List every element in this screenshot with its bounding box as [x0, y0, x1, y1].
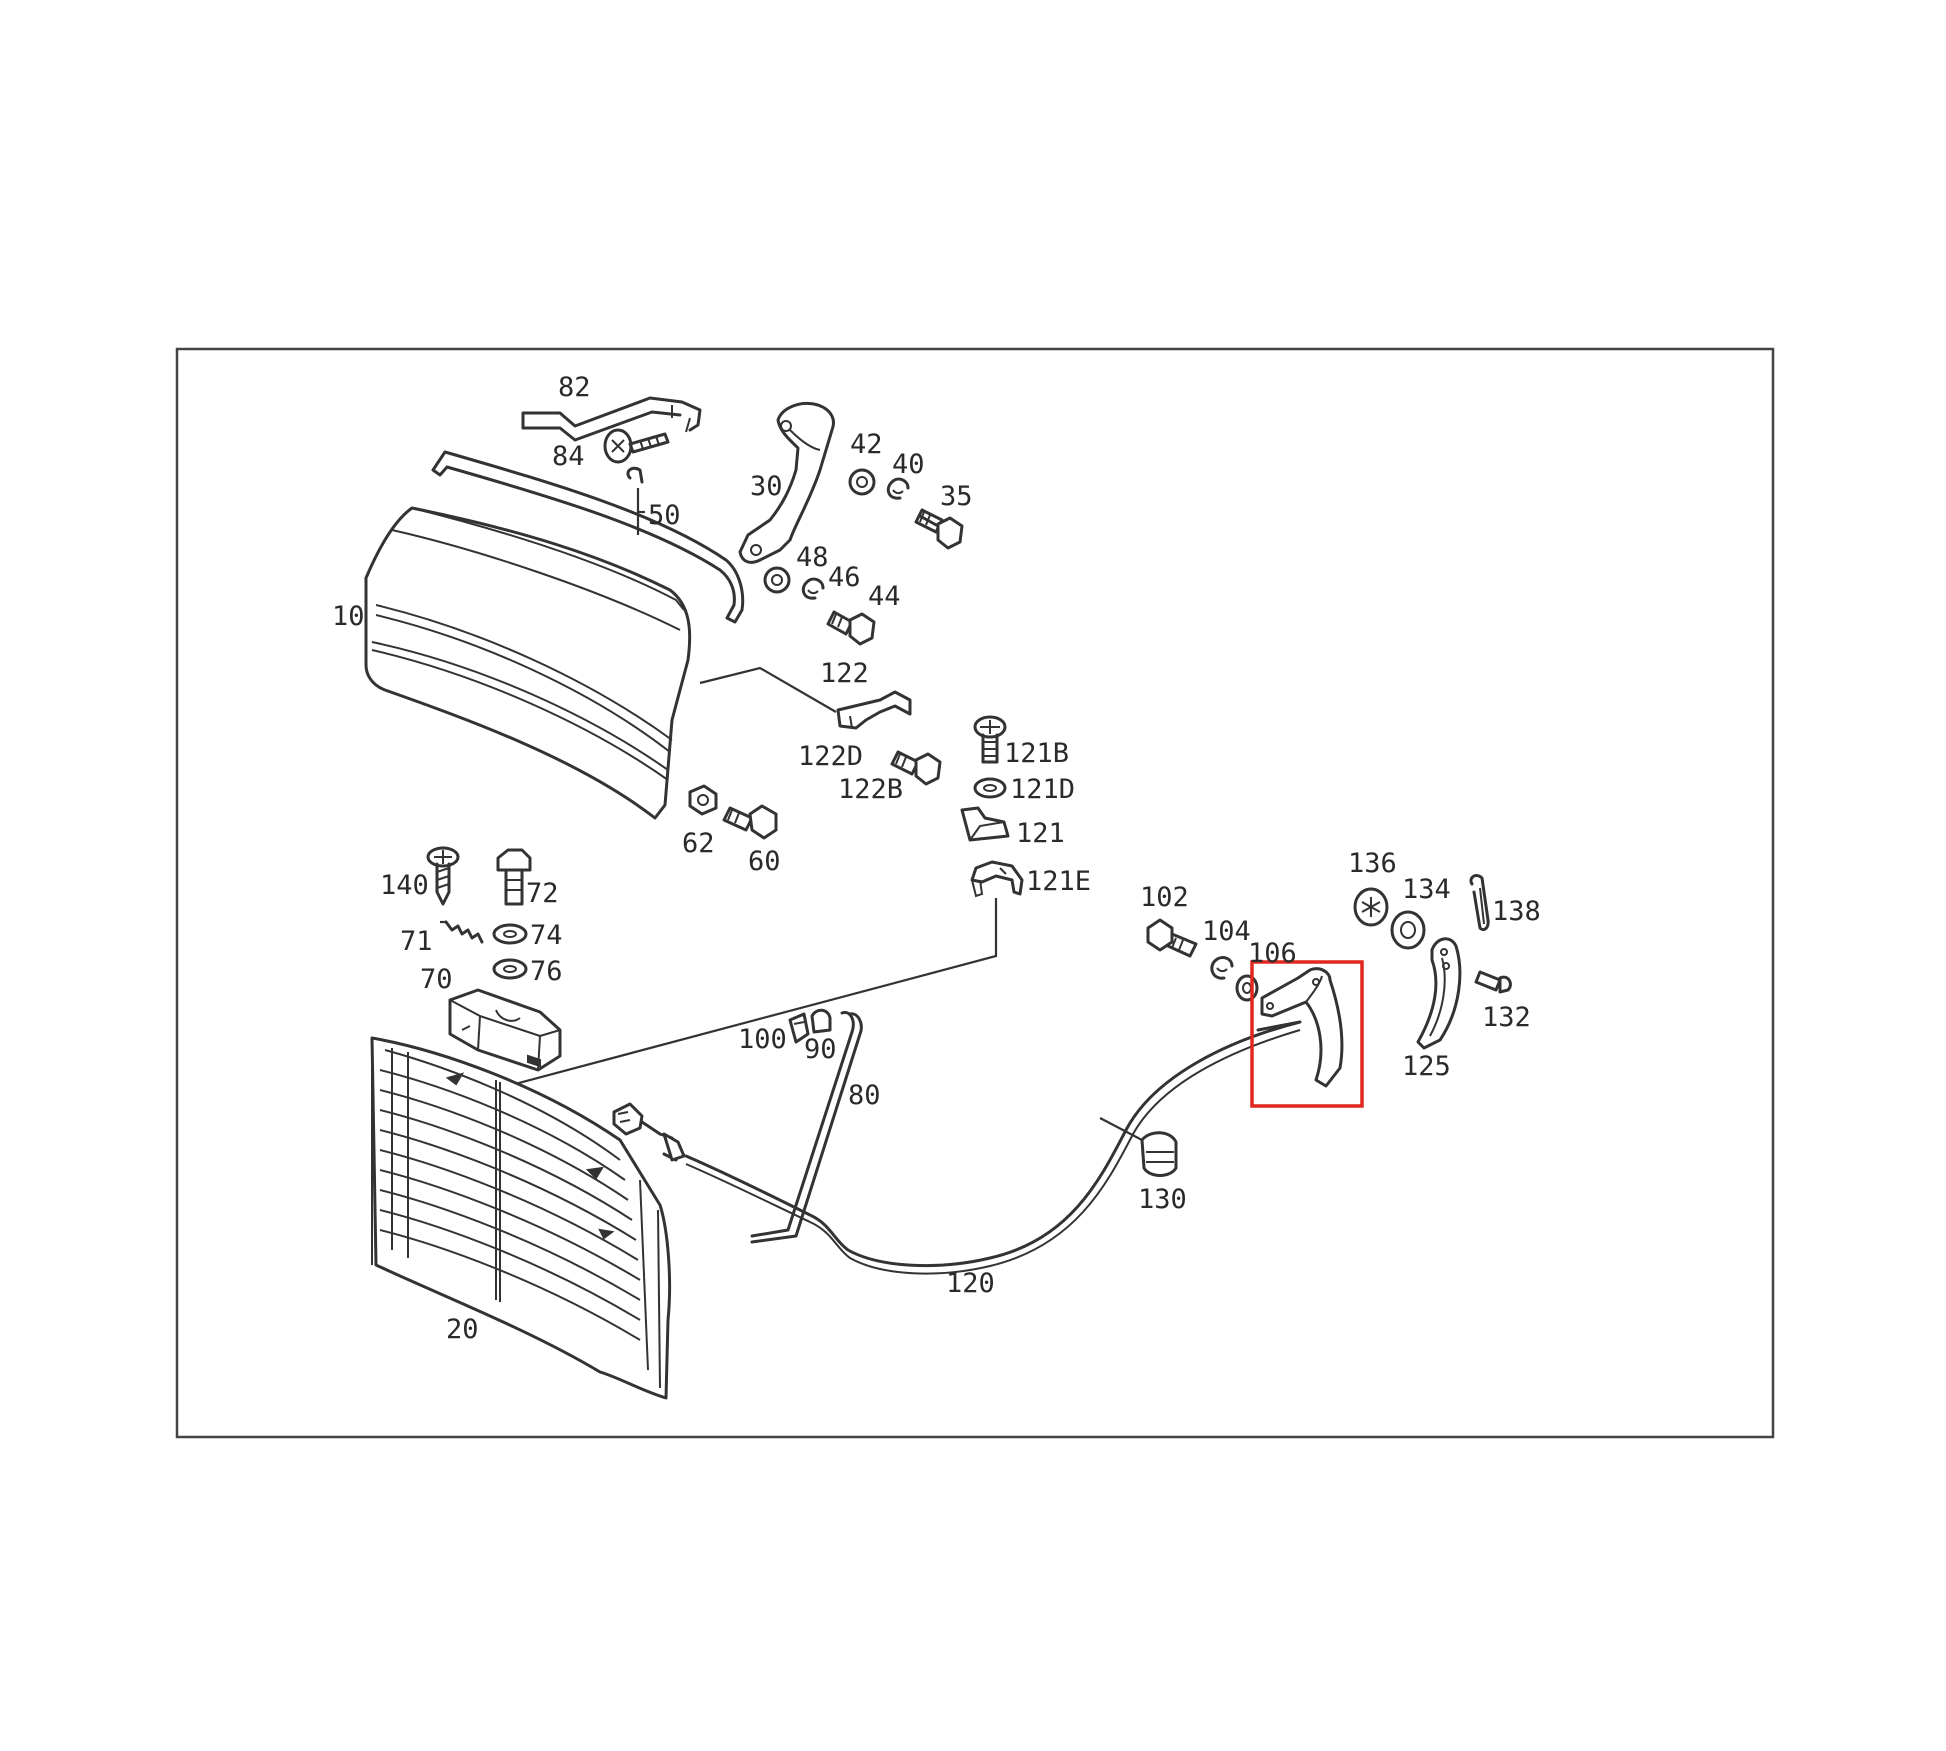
label-120: 120: [946, 1268, 995, 1299]
part-122B-bolt: [890, 750, 942, 786]
label-76: 76: [530, 956, 563, 987]
part-134-washer: [1390, 910, 1426, 950]
part-100-clip: [788, 1012, 810, 1044]
label-122D: 122D: [798, 741, 863, 772]
label-42: 42: [850, 429, 883, 460]
label-71: 71: [400, 926, 433, 957]
label-100: 100: [738, 1024, 787, 1055]
label-84: 84: [552, 441, 585, 472]
label-30: 30: [750, 471, 783, 502]
part-80-rod: [750, 1010, 863, 1244]
part-46-lock-washer: [801, 577, 825, 600]
part-74-washer: [492, 923, 528, 945]
label-130: 130: [1138, 1184, 1187, 1215]
part-125-lever: [1416, 937, 1462, 1050]
label-50: 50: [648, 500, 681, 531]
label-132: 132: [1482, 1002, 1531, 1033]
label-104: 104: [1202, 916, 1251, 947]
part-122-bracket: [699, 666, 912, 730]
part-50-clip: [626, 466, 645, 535]
part-120-cable-connector: [612, 1102, 686, 1162]
part-84-screw: [603, 428, 670, 464]
part-44-bolt: [826, 610, 876, 646]
part-10-upper-grille: [364, 506, 692, 820]
highlighted-release-lever: [1260, 967, 1344, 1088]
part-42-washer: [848, 468, 876, 496]
label-106: 106: [1248, 938, 1297, 969]
part-71-spring: [440, 920, 484, 944]
label-60: 60: [748, 846, 781, 877]
label-125: 125: [1402, 1051, 1451, 1082]
part-120-cable-inner: [685, 1029, 1301, 1275]
part-70-latch-block: [448, 988, 562, 1072]
part-120-cable: [684, 1020, 1302, 1268]
part-136-star-washer: [1353, 887, 1389, 927]
part-106-washer: [1235, 974, 1259, 1002]
label-90: 90: [804, 1034, 837, 1065]
label-74: 74: [530, 920, 563, 951]
part-121-clip: [960, 806, 1010, 842]
part-50-seal-strip: [431, 450, 745, 624]
part-138-cotter-pin: [1469, 874, 1490, 932]
label-80: 80: [848, 1080, 881, 1111]
part-48-washer: [763, 566, 791, 594]
label-122: 122: [820, 658, 869, 689]
part-60-bolt: [722, 804, 778, 840]
part-104-lock-washer: [1210, 956, 1234, 980]
label-134: 134: [1402, 874, 1451, 905]
part-82-bracket: [521, 396, 702, 442]
label-122B: 122B: [838, 774, 903, 805]
part-35-bolt: [914, 508, 964, 550]
part-20-lower-grille: [370, 1036, 672, 1400]
label-20: 20: [446, 1314, 479, 1345]
part-102-bolt: [1146, 918, 1198, 958]
part-121E-bracket: [970, 860, 1024, 898]
label-10: 10: [332, 601, 365, 632]
label-62: 62: [682, 828, 715, 859]
label-70: 70: [420, 964, 453, 995]
label-35: 35: [940, 481, 973, 512]
label-121E: 121E: [1026, 866, 1091, 897]
part-76-washer: [492, 958, 528, 980]
label-48: 48: [796, 542, 829, 573]
part-140-screw: [426, 846, 460, 906]
label-102: 102: [1140, 882, 1189, 913]
part-121D-washer: [973, 777, 1007, 799]
part-132-pin: [1474, 970, 1512, 994]
label-121: 121: [1016, 818, 1065, 849]
label-138: 138: [1492, 896, 1541, 927]
part-62-nut: [688, 784, 718, 816]
part-72-bolt: [496, 848, 532, 906]
label-82: 82: [558, 372, 591, 403]
label-121B: 121B: [1004, 738, 1069, 769]
label-40: 40: [892, 449, 925, 480]
label-121D: 121D: [1010, 774, 1075, 805]
label-140: 140: [380, 870, 429, 901]
part-130-grommet: [1099, 1117, 1178, 1177]
label-46: 46: [828, 562, 861, 593]
part-40-lock-washer: [886, 477, 910, 500]
label-44: 44: [868, 581, 901, 612]
part-121B-screw: [973, 715, 1007, 764]
highlight-box: [1250, 960, 1364, 1108]
label-136: 136: [1348, 848, 1397, 879]
part-90-nut: [810, 1008, 832, 1034]
part-30-bracket: [738, 402, 835, 564]
label-72: 72: [526, 878, 559, 909]
